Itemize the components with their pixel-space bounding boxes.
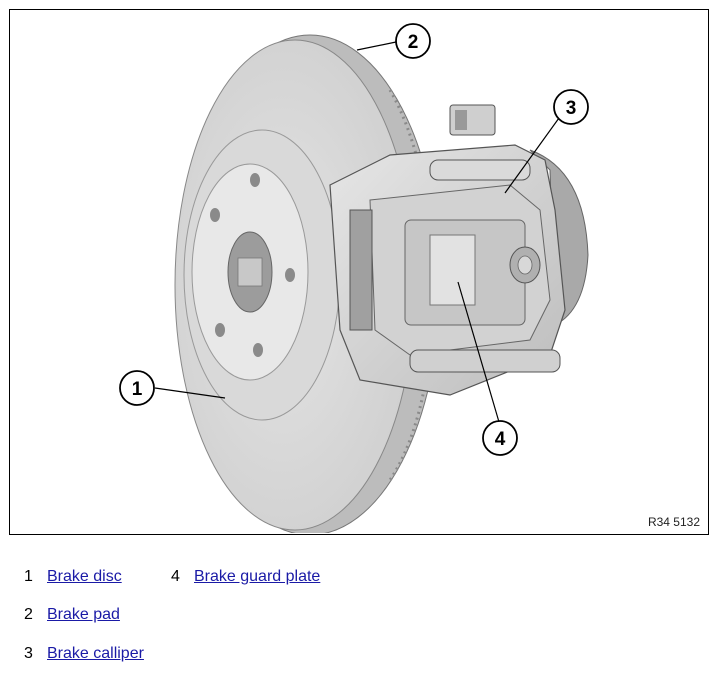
brake-calliper: [329, 104, 566, 396]
svg-text:2: 2: [408, 32, 419, 53]
legend-number: 2: [24, 606, 33, 623]
brake-assembly-diagram: 1 2 3 4 R34 5132: [9, 9, 709, 535]
brake-calliper-link[interactable]: Brake calliper: [47, 645, 144, 662]
brake-disc: [174, 34, 441, 533]
brake-disc-link[interactable]: Brake disc: [47, 568, 122, 585]
brake-guard-plate: [529, 149, 589, 326]
leader-lines: [154, 41, 560, 423]
callout-3: 3: [553, 89, 589, 125]
legend-number: 4: [171, 568, 180, 585]
legend-number: 3: [24, 645, 33, 662]
callout-1: 1: [119, 370, 155, 406]
svg-text:1: 1: [132, 379, 143, 400]
callout-4: 4: [482, 420, 518, 456]
callout-2: 2: [395, 23, 431, 59]
svg-text:3: 3: [566, 98, 577, 119]
brake-pad: [349, 209, 373, 331]
legend-number: 1: [24, 568, 33, 585]
brake-guard-plate-link[interactable]: Brake guard plate: [194, 568, 321, 585]
brake-illustration: 1 2 3 4: [119, 23, 589, 533]
brake-pad-link[interactable]: Brake pad: [47, 606, 120, 623]
svg-text:4: 4: [495, 429, 506, 450]
figure-reference-code: R34 5132: [647, 515, 700, 529]
